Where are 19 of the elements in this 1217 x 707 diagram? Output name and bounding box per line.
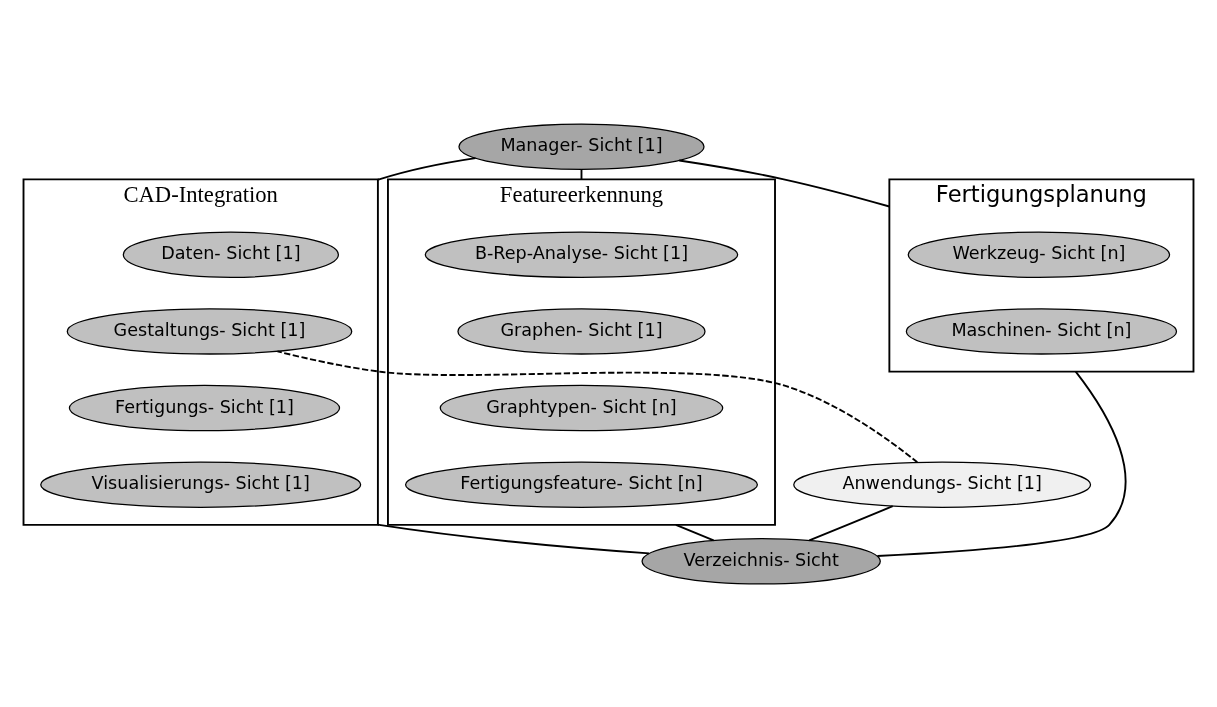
node-ellipse: Fertigungs- Sicht [1] [68, 384, 341, 431]
node-ellipse: Visualisierungs- Sicht [1] [40, 460, 362, 508]
node-ellipse: Fertigungsfeature- Sicht [n] [404, 460, 758, 508]
node-ellipse: Werkzeug- Sicht [n] [907, 230, 1171, 278]
node-ellipse: Manager- Sicht [1] [458, 122, 705, 170]
connector [678, 159, 891, 207]
node-ellipse: Graphtypen- Sicht [n] [439, 384, 724, 431]
node-ellipse: Verzeichnis- Sicht [641, 537, 881, 585]
connector [376, 523, 651, 554]
node-ellipse: Daten- Sicht [1] [122, 230, 340, 278]
node-ellipse: Maschinen- Sicht [n] [905, 307, 1178, 355]
connector [876, 370, 1127, 557]
connector [276, 349, 919, 463]
node-ellipse: Graphen- Sicht [1] [457, 307, 706, 355]
node-ellipse: Anwendungs- Sicht [1] [793, 460, 1092, 508]
node-ellipse: B-Rep-Analyse- Sicht [1] [424, 230, 739, 278]
node-ellipse: Gestaltungs- Sicht [1] [66, 307, 353, 355]
connector [376, 156, 477, 181]
connector [808, 504, 894, 541]
